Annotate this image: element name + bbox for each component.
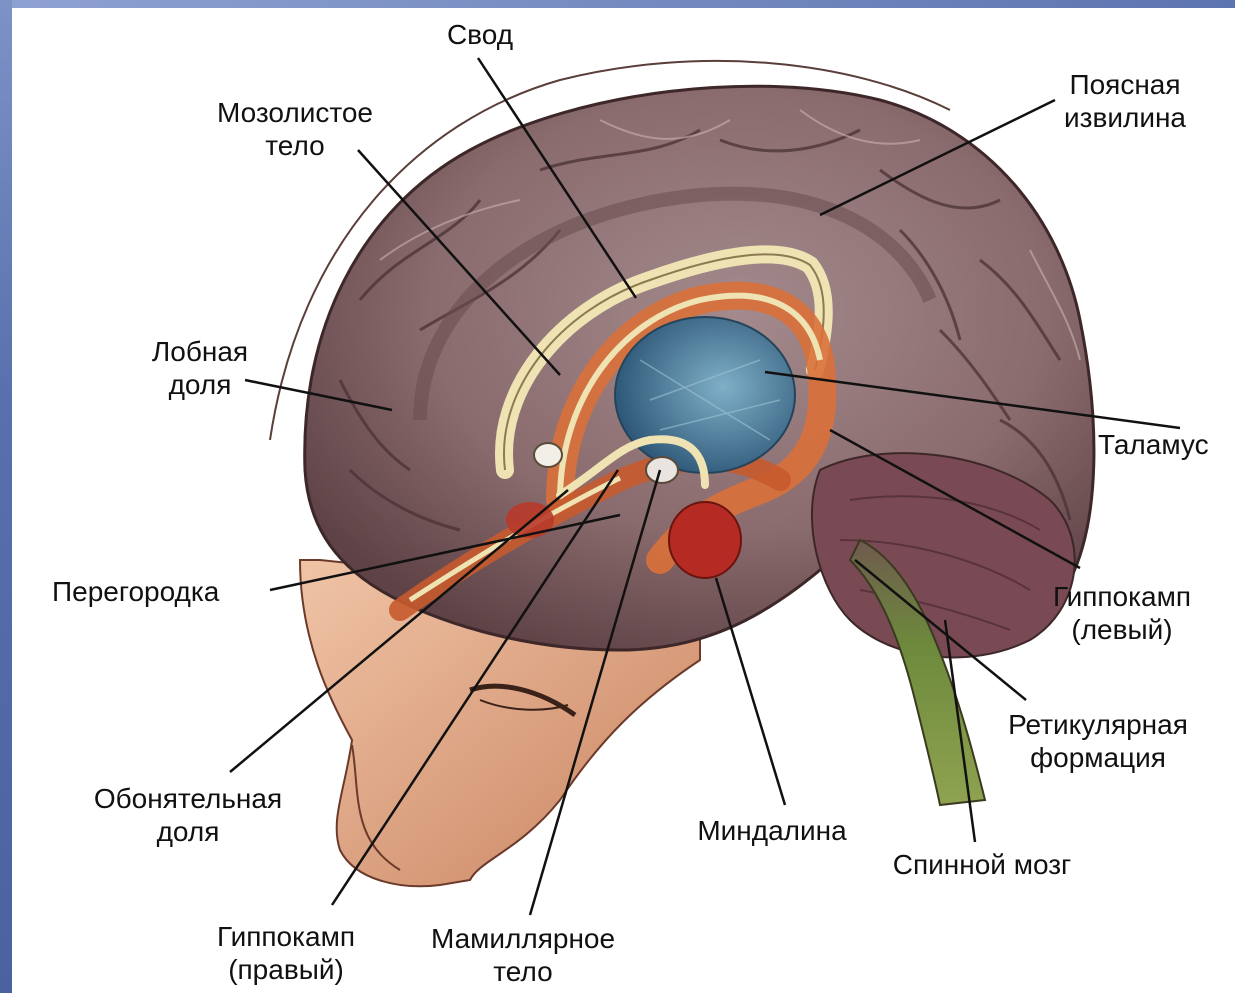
label-peregorodka: Перегородка xyxy=(52,575,272,608)
label-mozolistoe-telo: Мозолистое тело xyxy=(192,96,398,162)
label-lobnaya-dolya: Лобная доля xyxy=(130,335,270,401)
label-obonyatelnaya-dolya: Обонятельная доля xyxy=(60,782,316,848)
label-poyasnaya-izvilina: Поясная извилина xyxy=(1040,68,1210,134)
label-spinnoi-mozg: Спинной мозг xyxy=(862,848,1102,881)
label-mindalina: Миндалина xyxy=(672,814,872,847)
label-mamillyarnoe-telo: Мамиллярное тело xyxy=(400,922,646,988)
label-retikulyarnaya-formatsiya: Ретикулярная формация xyxy=(978,708,1218,774)
label-gippokamp-pravyi: Гиппокамп (правый) xyxy=(186,920,386,986)
thalamus xyxy=(615,317,795,473)
amygdala xyxy=(669,502,741,578)
mamillary-body xyxy=(646,457,678,483)
septum-blob xyxy=(534,443,562,467)
label-gippokamp-levyi: Гиппокамп (левый) xyxy=(1032,580,1212,646)
label-svod: Свод xyxy=(420,18,540,51)
label-talamus: Таламус xyxy=(1098,428,1235,461)
